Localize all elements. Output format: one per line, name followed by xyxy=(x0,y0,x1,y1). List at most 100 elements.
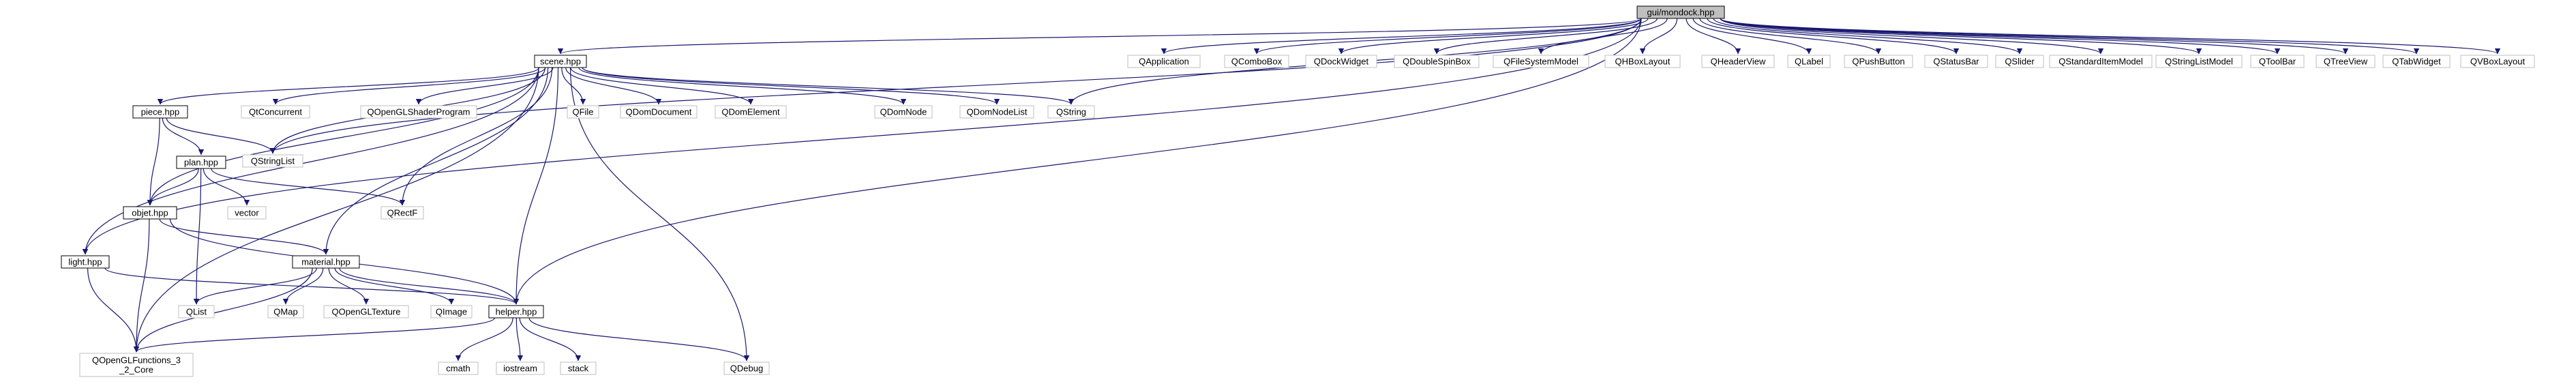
node-QImage[interactable]: QImage xyxy=(430,305,473,319)
edge-scene-to-QDebug xyxy=(569,67,750,361)
node-QDomDocument[interactable]: QDomDocument xyxy=(620,105,698,119)
node-QtConcurrent[interactable]: QtConcurrent xyxy=(241,105,310,119)
node-plan[interactable]: plan.hpp xyxy=(176,156,226,169)
node-material-label: material.hpp xyxy=(301,257,350,267)
node-stack-label: stack xyxy=(568,364,589,374)
node-QDomElement-label: QDomElement xyxy=(721,107,780,117)
node-QStringListModel-box xyxy=(2155,55,2243,68)
node-QTreeView[interactable]: QTreeView xyxy=(2316,55,2376,68)
node-QtConcurrent-label: QtConcurrent xyxy=(249,107,302,117)
node-scene[interactable]: scene.hpp xyxy=(534,55,587,68)
edge-mondock-to-QDoubleSpinBox xyxy=(1433,18,1658,55)
node-QToolBar-label: QToolBar xyxy=(2259,57,2296,67)
node-QHBoxLayout-box xyxy=(1604,55,1681,68)
node-QDomNodeList[interactable]: QDomNodeList xyxy=(959,105,1034,119)
node-QHBoxLayout[interactable]: QHBoxLayout xyxy=(1604,55,1681,68)
edge-light-to-helper xyxy=(104,267,520,305)
edge-material-to-QImage xyxy=(334,267,455,305)
node-QVBoxLayout[interactable]: QVBoxLayout xyxy=(2460,55,2535,68)
node-QMap[interactable]: QMap xyxy=(267,305,304,319)
edge-scene-to-QString xyxy=(582,67,1074,105)
edge-mondock-to-QDockWidget xyxy=(1338,18,1649,55)
node-QToolBar[interactable]: QToolBar xyxy=(2250,55,2305,68)
edge-scene-to-QOpenGLFunctions xyxy=(133,67,539,353)
node-cmath[interactable]: cmath xyxy=(438,361,479,375)
node-piece[interactable]: piece.hpp xyxy=(132,105,188,119)
node-QDomNode[interactable]: QDomNode xyxy=(874,105,933,119)
node-QStatusBar-box xyxy=(1924,55,1988,68)
node-QDomNodeList-box xyxy=(959,105,1034,119)
edge-material-to-QMap xyxy=(282,267,324,305)
edge-mondock-to-QStatusBar xyxy=(1707,18,1960,55)
node-QVBoxLayout-box xyxy=(2460,55,2535,68)
node-QDomElement[interactable]: QDomElement xyxy=(715,105,787,119)
node-helper-label: helper.hpp xyxy=(496,307,537,317)
edge-helper-to-iostream xyxy=(515,317,524,361)
node-QRectF[interactable]: QRectF xyxy=(380,206,424,220)
node-QDockWidget[interactable]: QDockWidget xyxy=(1305,55,1377,68)
node-QStringListModel[interactable]: QStringListModel xyxy=(2155,55,2243,68)
node-QStringList-label: QStringList xyxy=(251,156,295,166)
node-QTreeView-box xyxy=(2316,55,2376,68)
node-vector[interactable]: vector xyxy=(227,206,267,220)
node-QOpenGLTexture-label: QOpenGLTexture xyxy=(332,307,401,317)
node-QString[interactable]: QString xyxy=(1047,105,1095,119)
edge-mondock-to-QStringList xyxy=(269,18,1642,154)
node-light[interactable]: light.hpp xyxy=(61,255,110,269)
node-iostream[interactable]: iostream xyxy=(496,361,545,375)
node-QFile-box xyxy=(567,105,599,119)
node-QOpenGLFunctions-label-1: QOpenGLFunctions_3 xyxy=(92,355,181,366)
node-QStandardItemModel[interactable]: QStandardItemModel xyxy=(2049,55,2153,68)
node-plan-label: plan.hpp xyxy=(184,158,218,168)
node-stack-box xyxy=(560,361,597,375)
node-QStringList[interactable]: QStringList xyxy=(242,154,303,168)
edge-scene-to-QDomDocument xyxy=(565,67,662,105)
node-material[interactable]: material.hpp xyxy=(292,255,360,269)
node-QStringList-box xyxy=(242,154,303,168)
node-helper-box xyxy=(488,305,544,319)
node-QStatusBar[interactable]: QStatusBar xyxy=(1924,55,1988,68)
node-mondock[interactable]: gui/mondock.hpp xyxy=(1636,5,1725,19)
node-QDomNodeList-label: QDomNodeList xyxy=(967,107,1028,117)
node-cmath-box xyxy=(438,361,479,375)
node-QOpenGLTexture[interactable]: QOpenGLTexture xyxy=(323,305,409,319)
node-QtConcurrent-box xyxy=(241,105,310,119)
node-QComboBox[interactable]: QComboBox xyxy=(1224,55,1289,68)
edge-scene-to-QFile xyxy=(561,67,586,105)
edge-plan-to-objet xyxy=(147,168,199,206)
node-QSlider-label: QSlider xyxy=(2005,57,2035,67)
node-stack[interactable]: stack xyxy=(560,361,597,375)
edges-layer xyxy=(82,18,2500,361)
node-QApplication[interactable]: QApplication xyxy=(1127,55,1201,68)
node-objet[interactable]: objet.hpp xyxy=(123,206,177,220)
node-QTabWidget[interactable]: QTabWidget xyxy=(2382,55,2451,68)
edge-plan-to-QList xyxy=(193,168,202,305)
edge-scene-to-QtConcurrent xyxy=(272,67,546,105)
node-QList[interactable]: QList xyxy=(178,305,215,319)
node-QFile[interactable]: QFile xyxy=(567,105,599,119)
node-QTabWidget-box xyxy=(2382,55,2451,68)
node-QList-label: QList xyxy=(186,307,207,317)
node-QDebug[interactable]: QDebug xyxy=(723,361,770,375)
node-helper[interactable]: helper.hpp xyxy=(488,305,544,319)
node-QOpenGLShaderProgram[interactable]: QOpenGLShaderProgram xyxy=(360,105,477,119)
edge-helper-to-QOpenGLFunctions xyxy=(133,317,496,353)
node-iostream-label: iostream xyxy=(503,364,537,374)
node-iostream-box xyxy=(496,361,545,375)
node-QLabel-label: QLabel xyxy=(1795,57,1823,67)
node-QDomNode-box xyxy=(874,105,933,119)
node-QPushButton[interactable]: QPushButton xyxy=(1844,55,1913,68)
node-QTreeView-label: QTreeView xyxy=(2324,57,2368,67)
node-QDomElement-box xyxy=(715,105,787,119)
node-QApplication-label: QApplication xyxy=(1139,57,1189,67)
node-QFileSystemModel[interactable]: QFileSystemModel xyxy=(1493,55,1589,68)
edge-piece-to-QStringList xyxy=(166,117,276,154)
edge-scene-to-QOpenGLShaderProgram xyxy=(415,67,554,105)
node-QDoubleSpinBox[interactable]: QDoubleSpinBox xyxy=(1394,55,1480,68)
node-QHeaderView[interactable]: QHeaderView xyxy=(1701,55,1775,68)
edge-piece-to-objet xyxy=(147,117,160,206)
node-QStringListModel-label: QStringListModel xyxy=(2165,57,2233,67)
node-QOpenGLFunctions[interactable]: QOpenGLFunctions_3_2_Core xyxy=(79,353,194,377)
node-QSlider[interactable]: QSlider xyxy=(1995,55,2044,68)
node-QLabel[interactable]: QLabel xyxy=(1787,55,1831,68)
